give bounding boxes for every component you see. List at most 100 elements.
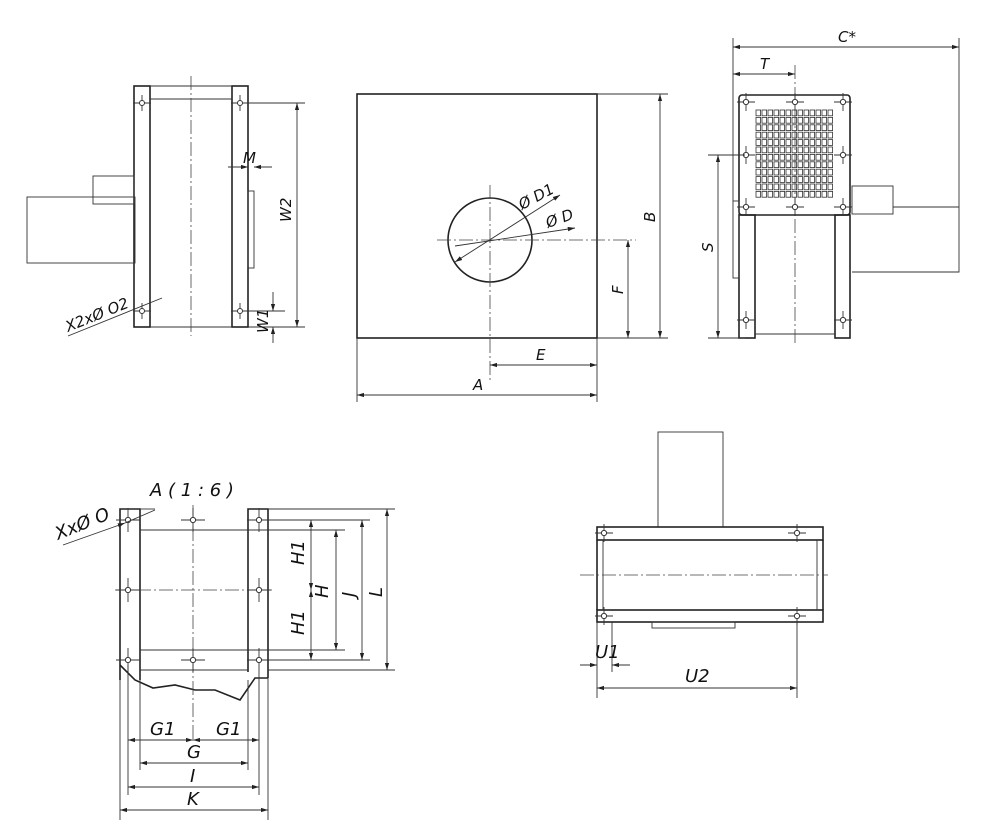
- label-h1-bottom: H1: [288, 610, 309, 635]
- grille-cell: [767, 117, 773, 124]
- top-view: U1 U2: [580, 431, 828, 698]
- grille-cell: [827, 190, 833, 198]
- grille-cell: [767, 139, 773, 146]
- grille-cell: [815, 139, 821, 146]
- grille-cell: [815, 153, 821, 161]
- label-w2: W2: [277, 198, 295, 222]
- grille-cell: [791, 139, 797, 146]
- grille-cell: [827, 168, 833, 176]
- label-u2: U2: [685, 666, 710, 687]
- grille-cell: [791, 109, 797, 117]
- grille-cell: [773, 168, 779, 176]
- label-u1: U1: [595, 642, 620, 663]
- label-b: B: [641, 212, 659, 222]
- grille-cell: [809, 153, 815, 161]
- bolt-hole: [839, 316, 847, 324]
- grille-cell: [791, 168, 797, 176]
- grille-cell: [779, 139, 785, 146]
- grille-cell: [797, 168, 803, 176]
- grille-cell: [791, 117, 797, 124]
- grille-cell: [773, 131, 779, 139]
- label-w1: W1: [254, 309, 272, 333]
- grille-cell: [785, 117, 791, 124]
- grille-cell: [815, 190, 821, 198]
- grille-cell: [809, 139, 815, 146]
- grille-cell: [761, 139, 767, 146]
- grille-cell: [827, 124, 833, 132]
- grille-cell: [767, 153, 773, 161]
- grille-cell: [779, 183, 785, 191]
- grille-cell: [827, 176, 833, 183]
- label-i: I: [190, 766, 195, 787]
- grille-cell: [791, 131, 797, 139]
- grille-cell: [803, 109, 809, 117]
- grille-cell: [785, 183, 791, 191]
- bolt-hole: [839, 98, 847, 106]
- grille-cell: [767, 109, 773, 117]
- grille-cell: [809, 117, 815, 124]
- bolt-hole: [600, 612, 608, 620]
- grille-cell: [755, 176, 761, 183]
- bolt-hole: [255, 586, 263, 594]
- grille-cell: [803, 161, 809, 169]
- grille-cell: [791, 124, 797, 132]
- grille-cell: [797, 153, 803, 161]
- grille-cell: [797, 146, 803, 154]
- grille-cell: [827, 117, 833, 124]
- grille-cell: [785, 168, 791, 176]
- grille-cell: [779, 146, 785, 154]
- grille-cell: [773, 146, 779, 154]
- bolt-hole: [124, 656, 132, 664]
- motor-icon: [851, 185, 960, 273]
- label-k: K: [187, 789, 200, 810]
- label-d: Ø D: [542, 205, 576, 232]
- label-g: G: [187, 742, 201, 763]
- label-g1-right: G1: [216, 719, 241, 740]
- grille-cell: [779, 117, 785, 124]
- break-line: [119, 664, 268, 701]
- label-d1: Ø D1: [515, 180, 558, 214]
- grille-cell: [809, 146, 815, 154]
- grille-cell: [773, 183, 779, 191]
- grille-cell: [803, 124, 809, 132]
- bolt-hole: [791, 98, 799, 106]
- grille-cell: [821, 168, 827, 176]
- grille-cell: [821, 153, 827, 161]
- detail-title: A ( 1 : 6 ): [149, 480, 234, 501]
- grille-cell: [773, 190, 779, 198]
- grille-cell: [773, 117, 779, 124]
- grille-cell: [803, 117, 809, 124]
- grille-cell: [755, 117, 761, 124]
- grille-cell: [761, 146, 767, 154]
- grille-cell: [791, 190, 797, 198]
- grille-cell: [809, 131, 815, 139]
- grille-cell: [815, 183, 821, 191]
- front-view: Ø D1 Ø D B F E A: [356, 93, 668, 402]
- grille-cell: [773, 161, 779, 169]
- grille-cell: [815, 168, 821, 176]
- grille-cell: [797, 161, 803, 169]
- grille-cell: [815, 117, 821, 124]
- grille-cell: [821, 109, 827, 117]
- grille-cell: [797, 183, 803, 191]
- grille-cell: [791, 176, 797, 183]
- grille-cell: [767, 131, 773, 139]
- grille-cell: [827, 146, 833, 154]
- grille-cell: [821, 190, 827, 198]
- grille-cell: [755, 183, 761, 191]
- bolt-hole: [839, 203, 847, 211]
- grille-cell: [809, 183, 815, 191]
- grille-cell: [809, 124, 815, 132]
- grille-cell: [779, 131, 785, 139]
- grille-cell: [755, 139, 761, 146]
- bolt-hole: [255, 656, 263, 664]
- grille-cell: [803, 183, 809, 191]
- bolt-hole: [255, 516, 263, 524]
- grille-cell: [791, 146, 797, 154]
- grille-cell: [767, 146, 773, 154]
- grille-cell: [773, 176, 779, 183]
- grille-cell: [803, 146, 809, 154]
- grille-cell: [803, 176, 809, 183]
- outlet-view: C* T S: [699, 28, 960, 345]
- grille-cell: [761, 109, 767, 117]
